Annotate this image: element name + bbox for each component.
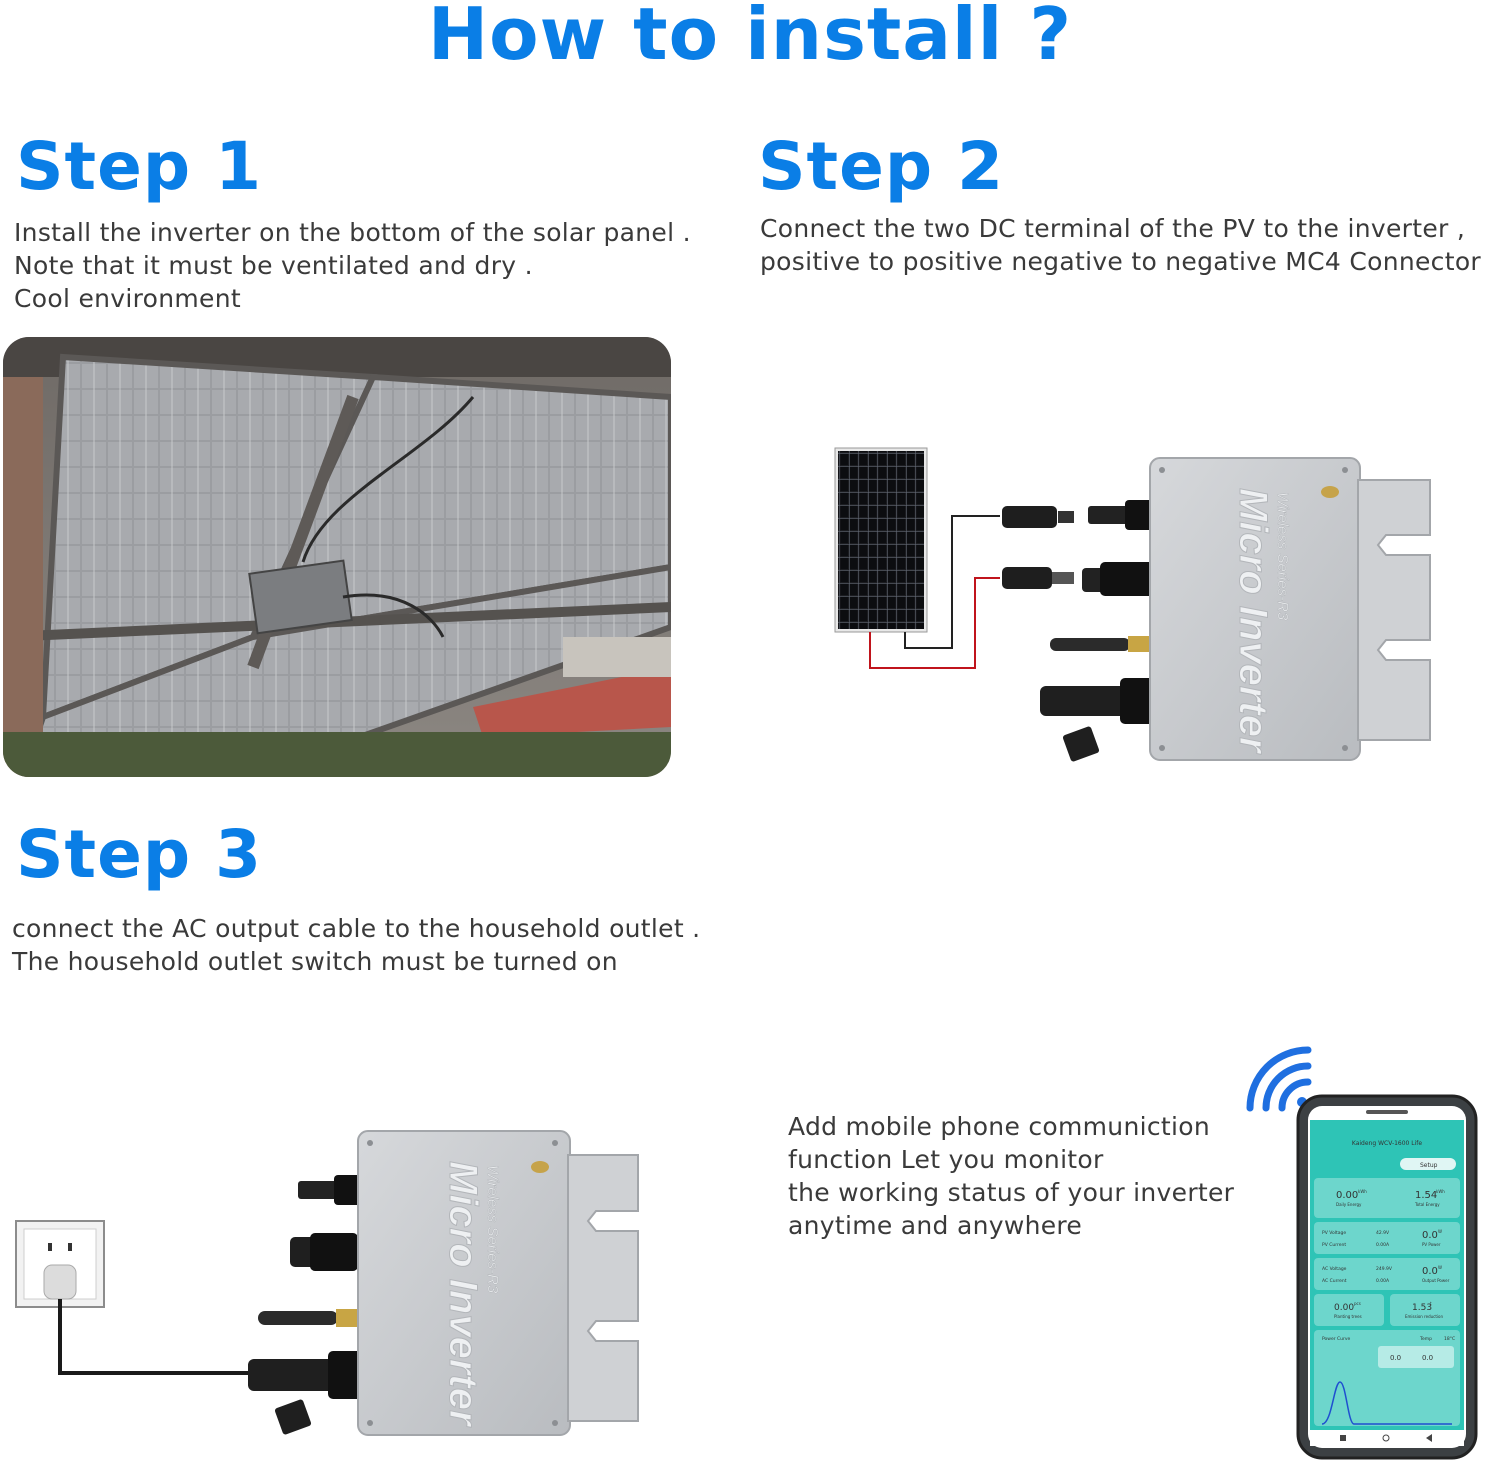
pv-voltage-label: PV Voltage: [1322, 1230, 1346, 1236]
mc4-connector-positive: [1002, 506, 1074, 528]
pv-power-unit: W: [1438, 1229, 1442, 1234]
pv-voltage-value: 42.9V: [1376, 1230, 1390, 1236]
daily-energy-value: 0.00: [1336, 1190, 1358, 1201]
output-power-unit: W: [1438, 1265, 1442, 1270]
output-power-value: 0.0: [1422, 1266, 1438, 1277]
planting-trees-label: Planting trees: [1334, 1314, 1362, 1319]
app-setup-button[interactable]: Setup: [1420, 1162, 1438, 1169]
inverter-label: Micro Inverter: [1231, 488, 1275, 755]
solar-panel-underside-photo: [3, 337, 671, 777]
ac-current-value: 0.00A: [1376, 1278, 1390, 1284]
emission-value: 1.53: [1412, 1303, 1432, 1313]
nav-recents-icon[interactable]: [1340, 1435, 1346, 1441]
curve-readout-2: 0.0: [1422, 1354, 1433, 1362]
total-energy-value: 1.54: [1415, 1190, 1437, 1201]
power-curve-line: [1321, 1381, 1452, 1425]
step-2-description: Connect the two DC terminal of the PV to…: [760, 212, 1481, 278]
inverter-series-label: Wireless Series-R3: [1274, 492, 1291, 621]
ac-voltage-label: AC Voltage: [1322, 1266, 1347, 1272]
nav-home-icon[interactable]: [1382, 1434, 1390, 1442]
app-feature-line: the working status of your inverter: [788, 1178, 1235, 1207]
pv-current-label: PV Current: [1322, 1242, 1346, 1248]
emission-unit: t: [1430, 1301, 1432, 1306]
ac-current-label: AC Current: [1322, 1278, 1347, 1284]
step-2-line: positive to positive negative to negativ…: [760, 247, 1481, 276]
emission-label: Emission reduction: [1405, 1314, 1443, 1319]
temp-label: Temp: [1419, 1336, 1432, 1342]
curve-readout-1: 0.0: [1390, 1354, 1401, 1362]
step-2-heading: Step 2: [758, 128, 1004, 205]
pv-power-value: 0.0: [1422, 1230, 1438, 1241]
inverter-label: Micro Inverter: [441, 1161, 485, 1428]
planting-trees-value: 0.00: [1334, 1303, 1354, 1313]
step-1-description: Install the inverter on the bottom of th…: [14, 216, 691, 315]
app-feature-line: anytime and anywhere: [788, 1211, 1083, 1240]
power-curve-label: Power Curve: [1322, 1336, 1351, 1342]
daily-energy-unit: kWh: [1358, 1189, 1367, 1194]
step-3-heading: Step 3: [16, 816, 262, 893]
output-power-label: Output Power: [1422, 1278, 1450, 1283]
app-feature-line: Add mobile phone communiction: [788, 1112, 1210, 1141]
nav-back-icon[interactable]: [1426, 1434, 1432, 1442]
app-feature-description: Add mobile phone communiction function L…: [788, 1110, 1234, 1242]
pv-panel: [834, 447, 928, 633]
step-1-heading: Step 1: [16, 128, 262, 205]
planting-trees-unit: pcs: [1354, 1301, 1361, 1306]
step-1-line: Note that it must be ventilated and dry …: [14, 251, 533, 280]
wifi-icon: [1246, 1046, 1312, 1112]
step-1-line: Install the inverter on the bottom of th…: [14, 218, 691, 247]
temp-value: 18°C: [1444, 1336, 1455, 1342]
inverter-series-label: Wireless Series-R3: [484, 1165, 501, 1294]
inverter-body: [357, 1130, 639, 1436]
phone-mockup: Kaideng WCV-1600 Life Setup 0.00 kWh Dai…: [1240, 1040, 1490, 1460]
step-2-line: Connect the two DC terminal of the PV to…: [760, 214, 1466, 243]
page-title: How to install ?: [427, 0, 1073, 76]
total-energy-label: Total Energy: [1414, 1202, 1440, 1207]
pv-current-value: 0.00A: [1376, 1242, 1390, 1248]
inverter-to-outlet-diagram: Micro Inverter Wireless Series-R3: [10, 1125, 650, 1445]
pv-power-label: PV Power: [1422, 1242, 1441, 1247]
app-header: Kaideng WCV-1600 Life: [1352, 1140, 1423, 1147]
ac-voltage-value: 249.9V: [1376, 1266, 1393, 1272]
step-3-line: connect the AC output cable to the house…: [12, 914, 701, 943]
app-feature-line: function Let you monitor: [788, 1145, 1104, 1174]
inverter-body: [1149, 457, 1431, 761]
household-outlet: [15, 1220, 105, 1308]
step-1-line: Cool environment: [14, 284, 241, 313]
step-3-line: The household outlet switch must be turn…: [12, 947, 618, 976]
daily-energy-label: Daily Energy: [1336, 1202, 1362, 1207]
total-energy-unit: kWh: [1436, 1189, 1445, 1194]
mc4-connector-negative: [1002, 567, 1074, 589]
pv-to-inverter-diagram: Micro Inverter Wireless Series-R3: [830, 440, 1450, 770]
step-3-description: connect the AC output cable to the house…: [12, 912, 700, 978]
